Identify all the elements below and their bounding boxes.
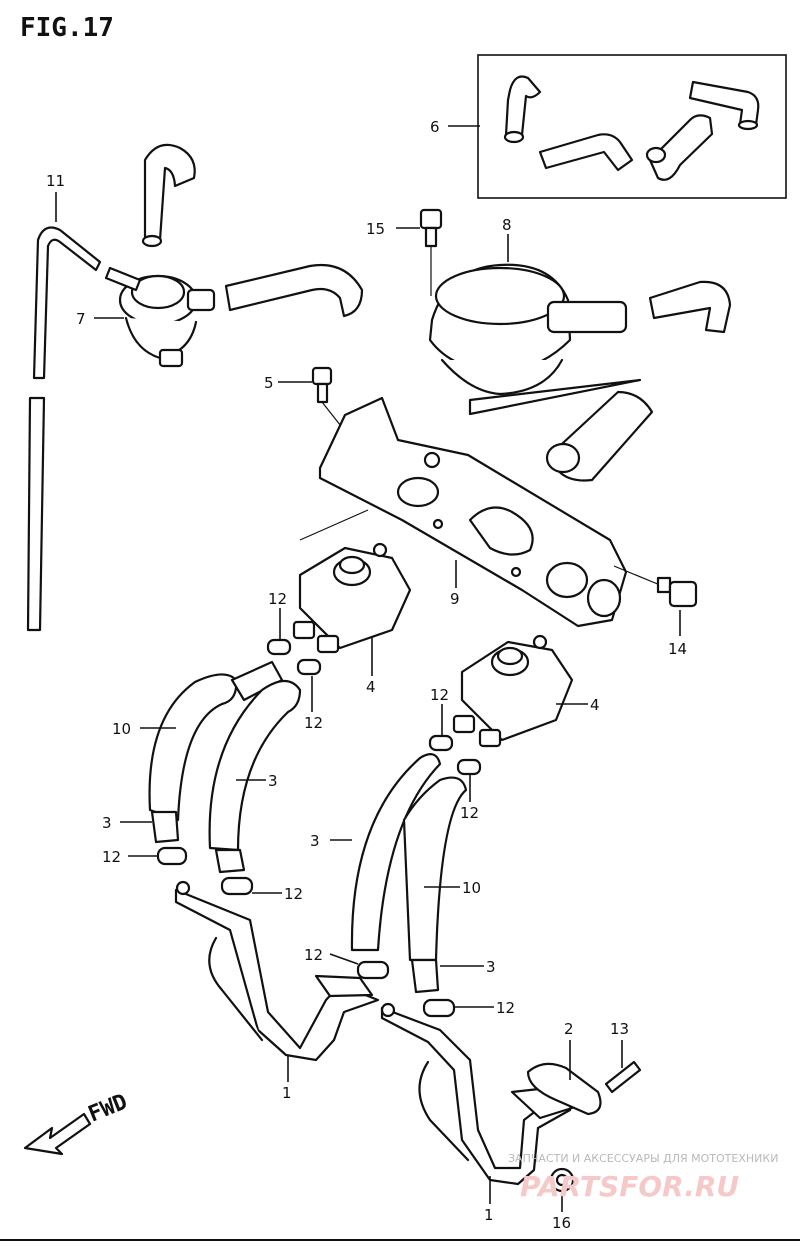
watermark-logo: PARTSFOR.RU — [520, 1170, 739, 1203]
stud-13[interactable] — [604, 1060, 642, 1094]
hose-10-left[interactable] — [148, 660, 284, 844]
callout-12-c: 12 — [102, 848, 121, 866]
callout-13: 13 — [610, 1020, 629, 1038]
bolt-15[interactable] — [419, 208, 443, 296]
callout-12-b: 12 — [304, 714, 323, 732]
callout-5: 5 — [264, 374, 274, 392]
callout-9: 9 — [450, 590, 460, 608]
callout-1-a: 1 — [282, 1084, 292, 1102]
hose-3-right[interactable] — [350, 753, 442, 952]
callout-12-f: 12 — [460, 804, 479, 822]
callout-12-a: 12 — [268, 590, 287, 608]
nut-16[interactable] — [549, 1167, 575, 1193]
reed-valve-7[interactable] — [104, 143, 216, 368]
bolt-14[interactable] — [613, 565, 698, 608]
fwd-label: FWD — [85, 1089, 131, 1127]
leader-lines — [55, 125, 681, 1212]
callout-3-b: 3 — [268, 772, 278, 790]
hose-set-6[interactable] — [503, 75, 760, 181]
callout-12-h: 12 — [496, 999, 515, 1017]
callout-12-g: 12 — [304, 946, 323, 964]
callout-16: 16 — [552, 1214, 571, 1232]
clamps-12[interactable] — [156, 638, 482, 1018]
callout-4-a: 4 — [366, 678, 376, 696]
callout-3-d: 3 — [486, 958, 496, 976]
reed-valve-4-upper[interactable] — [292, 542, 412, 654]
callout-15: 15 — [366, 220, 385, 238]
reed-valve-4-lower[interactable] — [452, 634, 574, 748]
callout-4-b: 4 — [590, 696, 600, 714]
callout-2: 2 — [564, 1020, 574, 1038]
callout-10-b: 10 — [462, 879, 481, 897]
callout-3-c: 3 — [310, 832, 320, 850]
callout-12-e: 12 — [430, 686, 449, 704]
figure-title: FIG.17 — [20, 13, 114, 43]
callout-12-d: 12 — [284, 885, 303, 903]
callout-14: 14 — [668, 640, 687, 658]
hose-7-outlet[interactable] — [224, 264, 364, 318]
pair-filter-8[interactable] — [428, 263, 732, 482]
hose-3-left[interactable] — [208, 679, 302, 874]
callout-7: 7 — [76, 310, 86, 328]
hose-11[interactable] — [26, 226, 102, 632]
hose-10-right[interactable] — [402, 776, 468, 994]
callout-1-b: 1 — [484, 1206, 494, 1224]
callout-8: 8 — [502, 216, 512, 234]
bracket-9[interactable] — [299, 396, 628, 628]
watermark-tagline: ЗАПЧАСТИ И АКСЕССУАРЫ ДЛЯ МОТОТЕХНИКИ — [508, 1152, 778, 1165]
callout-3-a: 3 — [102, 814, 112, 832]
callout-10-a: 10 — [112, 720, 131, 738]
callout-labels: 11 7 6 15 8 5 9 14 12 4 12 10 3 3 12 12 … — [46, 118, 687, 1232]
callout-6: 6 — [430, 118, 440, 136]
pipe-1-left[interactable] — [174, 880, 380, 1062]
callout-11: 11 — [46, 172, 65, 190]
fwd-arrow — [23, 1112, 92, 1156]
gasket-2[interactable] — [526, 1062, 602, 1116]
